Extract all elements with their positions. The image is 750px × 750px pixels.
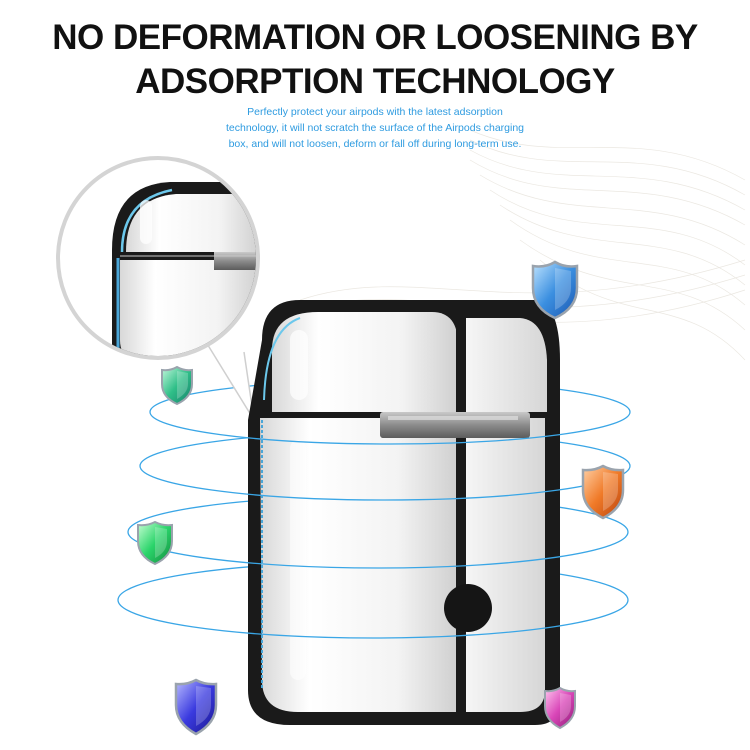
magnifier-callout — [56, 156, 260, 360]
shield-icon — [161, 365, 193, 406]
shield-icon — [174, 678, 218, 736]
description-line-3: box, and will not loosen, deform or fall… — [228, 138, 522, 150]
headline-line-1: NO DEFORMATION OR LOOSENING BY — [52, 18, 698, 57]
headline-line-2: ADSORPTION TECHNOLOGY — [135, 62, 615, 101]
shield-icon — [531, 260, 579, 320]
airpods-case — [248, 300, 560, 725]
description: Perfectly protect your airpods with the … — [195, 104, 555, 152]
description-line-1: Perfectly protect your airpods with the … — [247, 106, 503, 118]
magnifier-connector — [205, 341, 255, 421]
shield-icon — [581, 464, 625, 520]
shield-icon — [137, 520, 173, 566]
headline: NO DEFORMATION OR LOOSENING BY ADSORPTIO… — [0, 16, 750, 104]
shield-icon — [544, 686, 576, 730]
description-line-2: technology, it will not scratch the surf… — [225, 122, 525, 134]
